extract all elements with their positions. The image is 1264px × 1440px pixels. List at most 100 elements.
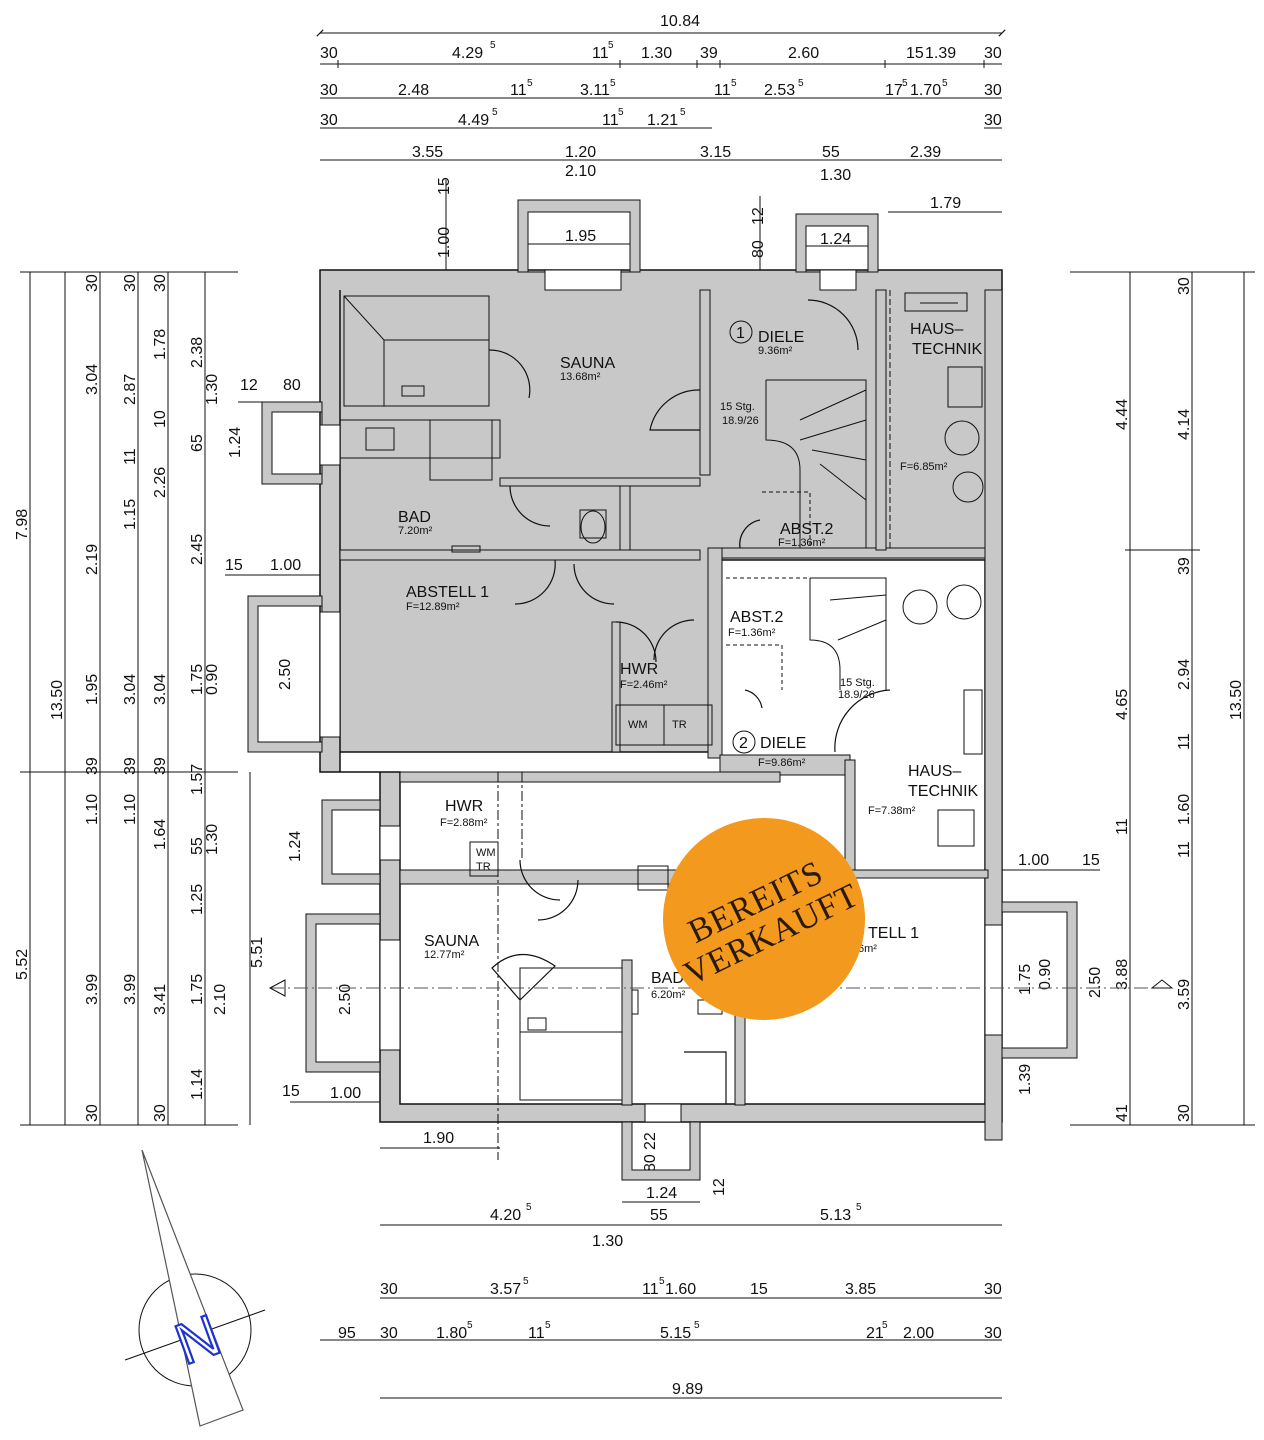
dim-left-341: 3.41 [152,984,169,1015]
dim-right-115b: 11 [1114,818,1131,835]
hwr-1-wm: WM [628,719,648,731]
stairs-2-rise: 18.9/26 [838,689,875,701]
dim-bottom-total: 9.89 [672,1381,703,1398]
room-hwr-2: HWR [445,798,483,815]
walls [247,199,1078,1181]
dim-top-r2-a: 30 [320,82,338,99]
dim-top-r4-b: 1.20 [565,144,596,161]
dim-top-r2-d: 3.11 [580,82,610,99]
hwr-1-tr: TR [672,719,687,731]
dim-top-r1-e: 39 [700,45,718,62]
room-haustechnik-2-b: TECHNIK [908,783,979,800]
dim-left-110a: 1.10 [84,794,101,825]
dim-left-bay-15b: 15 [282,1083,300,1100]
dim-left-219: 2.19 [84,544,101,575]
dim-left-bay-100b: 1.00 [330,1085,361,1102]
dim-bottom-r1-a: 4.20 [490,1207,521,1224]
dim-bottom-r2-e: 15 [750,1281,768,1298]
dim-left-245: 2.45 [189,534,206,565]
dim-top-r2-i: 30 [984,82,1002,99]
dim-bottom-r3-e: 5.15 [660,1325,691,1342]
dim-left-30e: 30 [152,1104,169,1122]
dim-top-r2-f: 2.53 [764,82,795,99]
dim-bottom-r3-g: 2.00 [903,1325,934,1342]
dim-right-444: 4.44 [1114,399,1131,430]
left-dimensions: 7.98 13.50 5.52 3.04 2.87 1.78 2.38 30 3… [14,271,380,1126]
room-marker-2 [732,730,756,754]
dim-top-r1-d: 1.30 [641,45,672,62]
dim-right-250: 2.50 [1087,967,1104,998]
dim-left-164: 1.64 [152,819,169,850]
dim-right-160: 1.60 [1176,794,1193,825]
dim-right-bay-15: 15 [1082,852,1100,869]
dim-top-r2-c-sup: 5 [527,78,533,89]
dim-right-115a: 11 [1176,733,1193,750]
dim-top-r1-b: 4.29 [452,45,483,62]
dim-top-r1-c-sup: 5 [608,40,614,51]
area-abstell-1: F=12.89m² [406,601,460,613]
dim-bottom-r3-b: 30 [380,1325,398,1342]
room-abstell-1: ABSTELL 1 [406,584,489,601]
room-haustechnik-1-b: TECHNIK [912,341,983,358]
dim-top-r4-e: 55 [822,144,840,161]
dim-top-r4-g: 2.39 [910,144,941,161]
dim-bottom-r1-c-sup: 5 [856,1202,862,1213]
dim-top-r3-d: 1.21 [647,112,678,129]
room-abst2-2: ABST.2 [730,609,783,626]
dim-left-115: 1.15 [122,499,139,530]
dim-left-39a: 39 [84,757,101,775]
dim-left-124: 1.24 [227,427,244,458]
area-sauna-1: 13.68m² [560,371,601,383]
dim-top-r3-b: 4.49 [458,112,489,129]
dim-top-r1-g: 15 [906,45,924,62]
dim-bottom-r3-c-sup: 5 [467,1320,473,1331]
dim-right-115c: 11 [1176,841,1193,858]
dim-bottom-r3-h: 30 [984,1325,1002,1342]
dim-right-1350: 13.50 [1228,680,1245,720]
dim-bottom-12: 12 [711,1178,728,1196]
dim-top-r2-g: 17 [885,82,903,99]
dim-bottom-r3-d-sup: 5 [545,1320,551,1331]
dim-left-39c: 39 [152,757,169,775]
dim-top-r3-a: 30 [320,112,338,129]
dim-left-130: 1.30 [204,374,221,405]
hwr-2-tr: TR [476,861,491,873]
dim-left-30d: 30 [84,1104,101,1122]
dim-bottom-80: 80 [642,1154,659,1172]
room-abst2-1: ABST.2 [780,521,833,538]
dim-left-304d: 3.04 [152,674,169,705]
dim-left-125: 1.25 [189,884,206,915]
north-needle-icon [141,1149,244,1427]
dim-top-r2-d-sup: 5 [610,78,616,89]
room-sauna-2: SAUNA [424,933,479,950]
area-diele-2: F=9.86m² [758,757,806,769]
dim-bottom-r2-b: 3.57 [490,1281,521,1298]
dim-left-124b: 1.24 [287,831,304,862]
dim-top-r1-i: 30 [984,45,1002,62]
bottom-dimensions: 1.90 22 80 1.24 12 4.20 5 55 5.13 5 1.30… [320,1130,1002,1399]
dim-bottom-r3-d: 11 [528,1325,545,1342]
dim-left-210: 2.10 [212,984,229,1015]
room-number-2: 2 [739,735,748,752]
area-haustechnik-2: F=7.38m² [868,805,916,817]
room-sauna-1: SAUNA [560,355,615,372]
dim-top-r4-d: 3.15 [700,144,731,161]
dim-left-226: 2.26 [152,467,169,498]
dim-left-30b: 30 [122,274,139,292]
dim-top-r2-b: 2.48 [398,82,429,99]
dim-left-30c: 30 [152,274,169,292]
room-abstell-2: TELL 1 [868,925,919,942]
room-haustechnik-2-a: HAUS– [908,763,961,780]
dim-right-139: 1.39 [1017,1064,1034,1095]
dim-bottom-r2-c: 11 [642,1281,659,1298]
stairs-1-rise: 18.9/26 [722,415,759,427]
dim-bottom-r2-b-sup: 5 [523,1276,529,1287]
area-bad-1: 7.20m² [398,525,433,537]
dim-top-bay-12: 12 [750,207,767,225]
dim-left-130b: 1.30 [204,824,221,855]
room-number-1: 1 [736,325,745,342]
dim-right-30a: 30 [1176,277,1193,295]
dim-left-bay-100: 1.00 [270,557,301,574]
north-label: N [167,1302,229,1377]
